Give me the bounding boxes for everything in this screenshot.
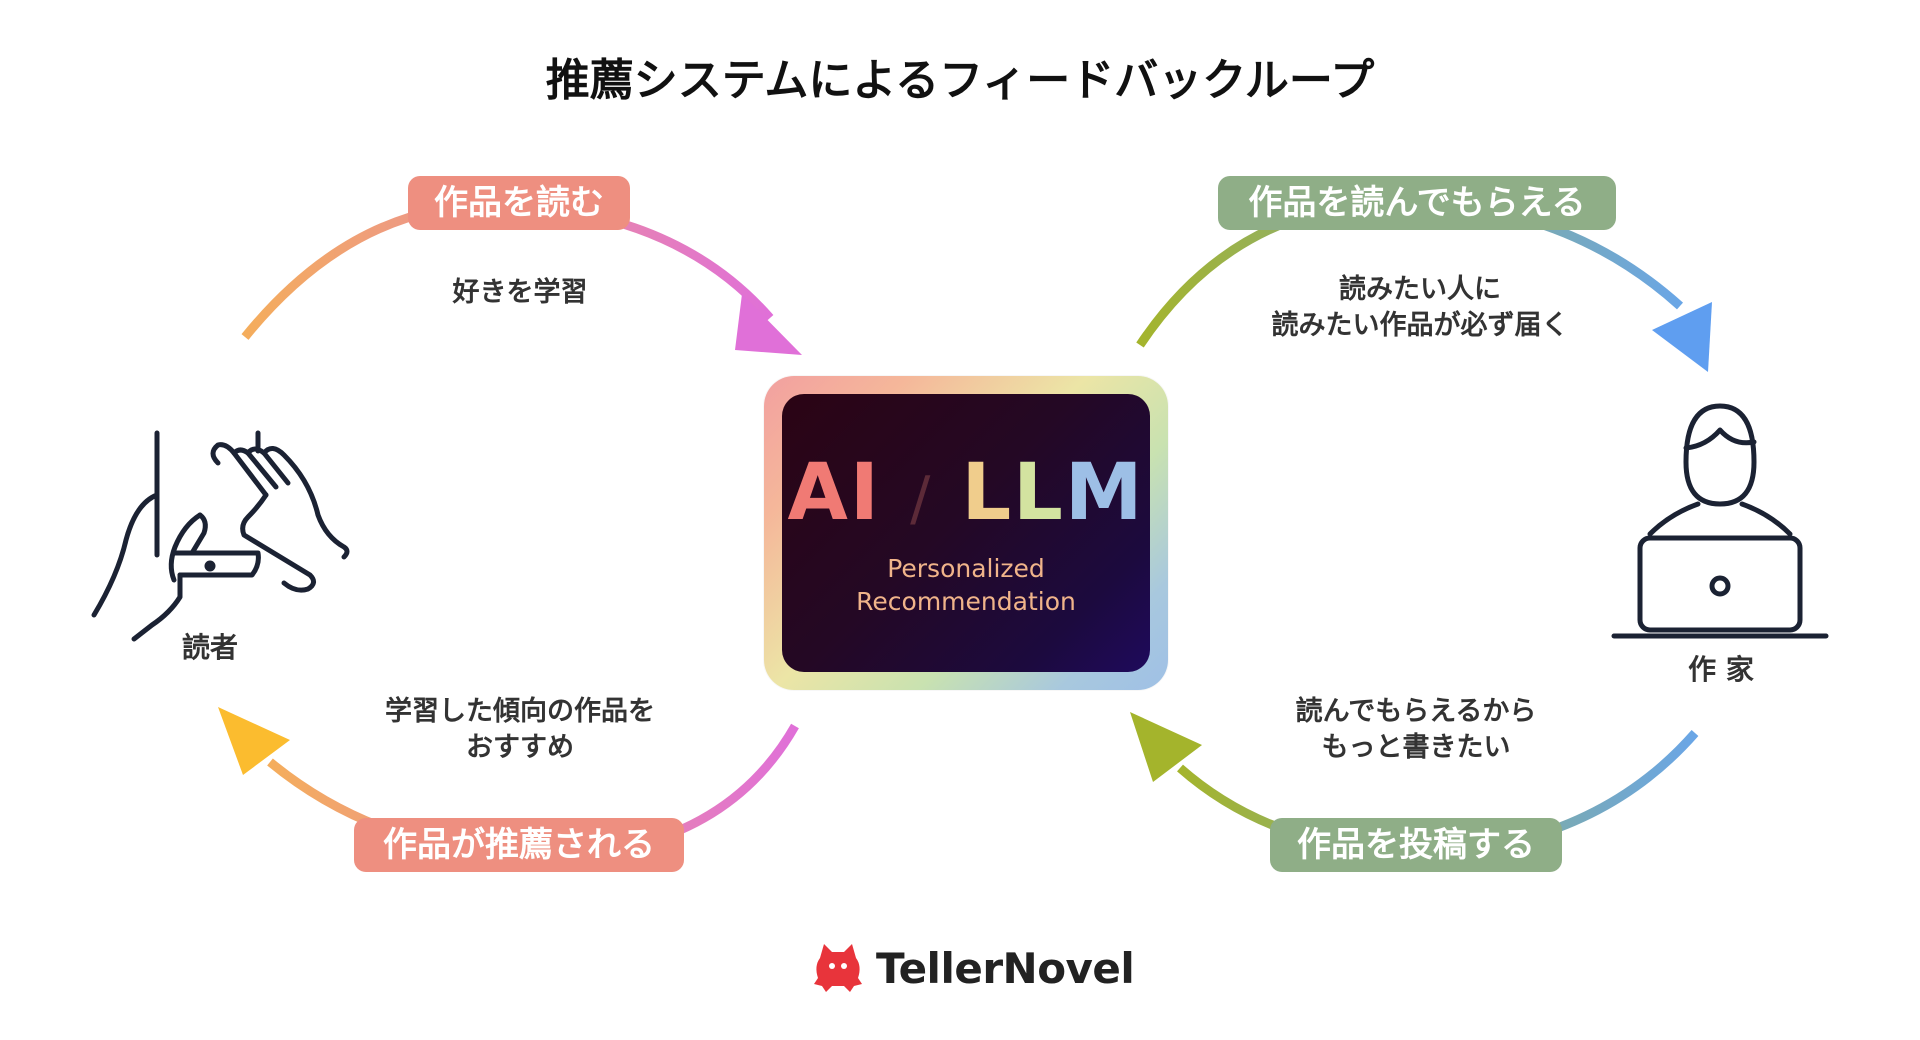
- ai-text-l1: L: [961, 448, 1014, 538]
- arrowhead-to-reader: [218, 707, 290, 775]
- desc-deliver-to-readers: 読みたい人に 読みたい作品が必ず届く: [1230, 272, 1610, 344]
- arrowhead-to-writer: [1652, 302, 1712, 372]
- desc-deliver-line1: 読みたい人に: [1339, 274, 1501, 305]
- arrowhead-to-ai-from-writer: [1130, 712, 1202, 782]
- page-title: 推薦システムによるフィードバックループ: [545, 55, 1375, 106]
- brand-name: TellerNovel: [876, 944, 1135, 993]
- person-laptop-icon: [1611, 403, 1829, 639]
- desc-recommend-line1: 学習した傾向の作品を: [385, 696, 655, 727]
- ai-text-ai: AI: [787, 448, 881, 538]
- ai-text-l2: L: [1013, 448, 1065, 538]
- desc-write-line2: もっと書きたい: [1321, 732, 1511, 763]
- arrowhead-to-ai: [735, 294, 802, 355]
- desc-want-write-more: 読んでもらえるから もっと書きたい: [1256, 694, 1576, 766]
- hand-smartphone-icon: [91, 430, 350, 642]
- role-reader: 読者: [181, 631, 238, 664]
- ai-llm-heading: AI / LLM: [782, 448, 1150, 538]
- ai-subtitle-line1: Personalized: [887, 554, 1045, 583]
- cat-logo-icon: [814, 944, 862, 992]
- label-post-work: 作品を投稿する: [1270, 818, 1562, 872]
- desc-recommend-learned: 学習した傾向の作品を おすすめ: [350, 694, 690, 766]
- ai-card: [782, 394, 1150, 672]
- desc-write-line1: 読んでもらえるから: [1295, 696, 1537, 727]
- ai-subtitle-line2: Recommendation: [856, 587, 1076, 616]
- ai-text-m: M: [1064, 448, 1145, 538]
- label-work-recommended: 作品が推薦される: [354, 818, 684, 872]
- label-read-work: 作品を読む: [408, 176, 630, 230]
- role-writer: 作 家: [1688, 653, 1754, 686]
- ai-subtitle: Personalized Recommendation: [782, 552, 1150, 618]
- desc-deliver-line2: 読みたい作品が必ず届く: [1271, 310, 1569, 341]
- label-get-read: 作品を読んでもらえる: [1218, 176, 1616, 230]
- desc-learn-likes: 好きを学習: [452, 277, 588, 308]
- desc-recommend-line2: おすすめ: [466, 732, 574, 763]
- ai-text-slash: /: [910, 464, 933, 534]
